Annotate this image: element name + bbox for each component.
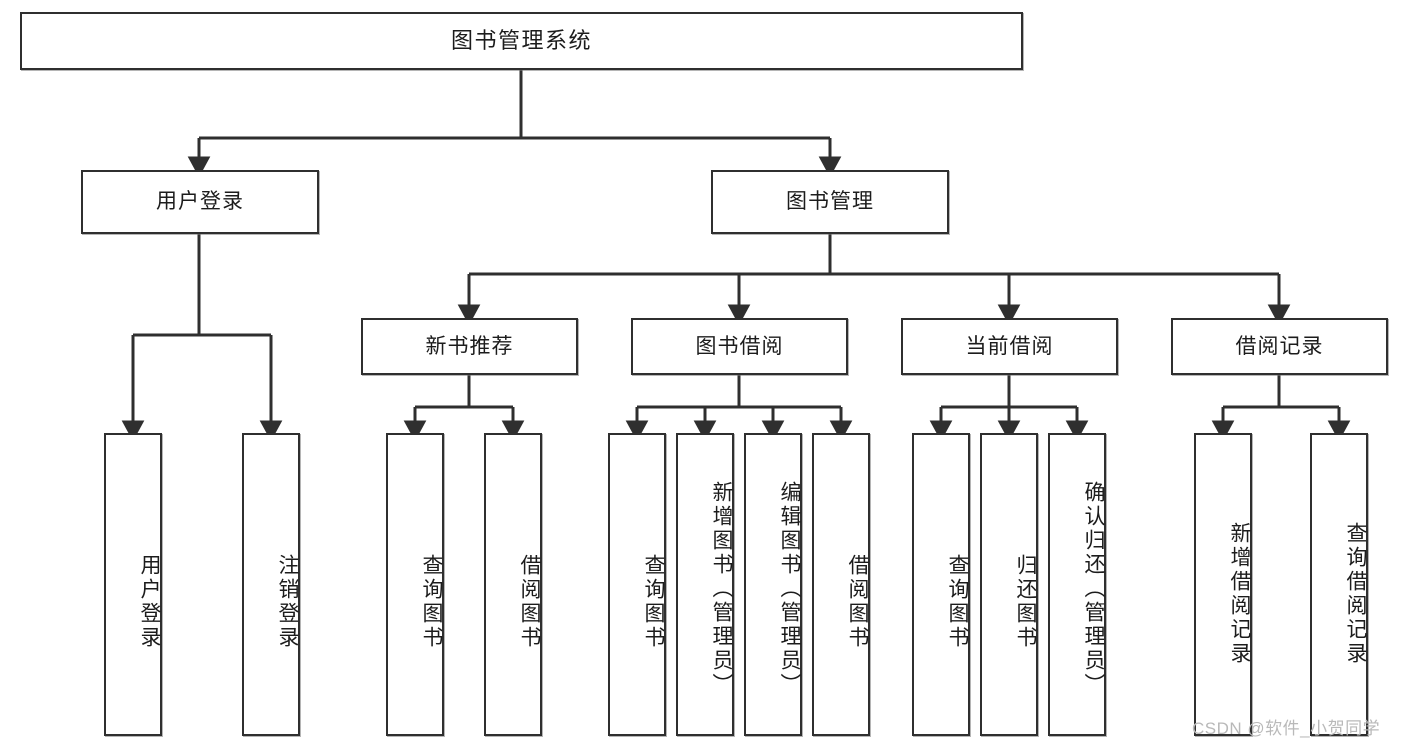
leaf-confirm-return-admin[interactable]: 确认归还（管理员） — [1048, 433, 1106, 736]
node-book-borrow[interactable]: 图书借阅 — [631, 318, 848, 375]
node-book-management[interactable]: 图书管理 — [711, 170, 949, 234]
leaf-return-book[interactable]: 归还图书 — [980, 433, 1038, 736]
leaf-edit-book-admin[interactable]: 编辑图书（管理员） — [744, 433, 802, 736]
csdn-watermark: CSDN @软件_小贺同学 — [1192, 719, 1381, 738]
node-borrow-record[interactable]: 借阅记录 — [1171, 318, 1388, 375]
leaf-borrow-book[interactable]: 借阅图书 — [812, 433, 870, 736]
leaf-add-book-admin[interactable]: 新增图书（管理员） — [676, 433, 734, 736]
leaf-query-borrow-record[interactable]: 查询借阅记录 — [1310, 433, 1368, 736]
leaf-user-login[interactable]: 用户登录 — [104, 433, 162, 736]
node-new-book-recommend[interactable]: 新书推荐 — [361, 318, 578, 375]
leaf-query-book-current[interactable]: 查询图书 — [912, 433, 970, 736]
node-current-borrow[interactable]: 当前借阅 — [901, 318, 1118, 375]
leaf-logout-login[interactable]: 注销登录 — [242, 433, 300, 736]
leaf-borrow-book-new[interactable]: 借阅图书 — [484, 433, 542, 736]
leaf-query-book-borrow[interactable]: 查询图书 — [608, 433, 666, 736]
node-user-login[interactable]: 用户登录 — [81, 170, 319, 234]
leaf-add-borrow-record[interactable]: 新增借阅记录 — [1194, 433, 1252, 736]
node-root-system[interactable]: 图书管理系统 — [20, 12, 1023, 70]
leaf-query-book-new[interactable]: 查询图书 — [386, 433, 444, 736]
